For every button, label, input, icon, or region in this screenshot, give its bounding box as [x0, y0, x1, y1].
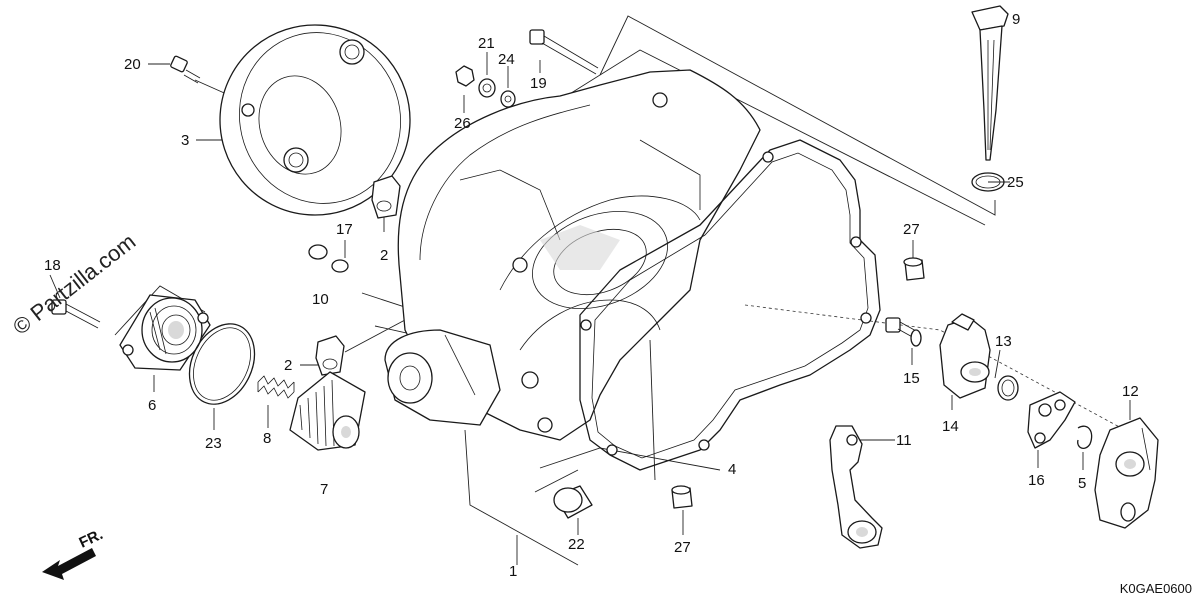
- callout-24: 24: [498, 51, 515, 68]
- part-13-ring: [997, 375, 1019, 401]
- callout-7: 7: [320, 481, 328, 498]
- callout-23: 23: [205, 435, 222, 452]
- part-14-lifter: [939, 313, 991, 399]
- callout-3: 3: [181, 132, 189, 149]
- callout-27-lower: 27: [674, 539, 691, 556]
- callout-9: 9: [1012, 11, 1020, 28]
- callout-16: 16: [1028, 472, 1045, 489]
- part-8-spring: [257, 375, 295, 399]
- callout-labels: 1 2 2 3 4 5 6 7 8 9 10 11 12 13 14 15 16…: [44, 11, 1139, 580]
- callout-25: 25: [1007, 174, 1024, 191]
- callout-19: 19: [530, 75, 547, 92]
- part-2-clamp-lower: [315, 335, 345, 376]
- part-27-dowel-lower: [671, 485, 693, 509]
- part-9-dipstick: [971, 5, 1009, 161]
- callout-21: 21: [478, 35, 495, 52]
- front-direction-arrow: FR.: [42, 526, 106, 580]
- part-21-washer: [478, 78, 496, 98]
- part-16-plate: [1027, 391, 1076, 449]
- callout-22: 22: [568, 536, 585, 553]
- part-3-outer-cover: [219, 24, 411, 216]
- part-7-oil-filter: [289, 371, 366, 451]
- callout-14: 14: [942, 418, 959, 435]
- part-4-gasket: [579, 139, 881, 471]
- callout-10: 10: [312, 291, 329, 308]
- part-17-grommet: [308, 244, 349, 273]
- part-11-clutch-arm: [829, 425, 883, 549]
- callout-15: 15: [903, 370, 920, 387]
- part-12-cover: [1094, 417, 1159, 529]
- callout-13: 13: [995, 333, 1012, 350]
- callout-18: 18: [44, 257, 61, 274]
- callout-2-upper: 2: [380, 247, 388, 264]
- leader-lines: [49, 15, 1131, 566]
- callout-12: 12: [1122, 383, 1139, 400]
- callout-26: 26: [454, 115, 471, 132]
- callout-11: 11: [896, 432, 912, 449]
- part-15-bolt: [885, 317, 922, 347]
- callout-1: 1: [509, 563, 517, 580]
- callout-17: 17: [336, 221, 353, 238]
- part-22-bushing: [553, 485, 593, 519]
- part-18-bolt: [51, 299, 101, 329]
- part-26-nut: [455, 65, 475, 87]
- part-6-filter-cover: [119, 294, 211, 371]
- part-24-washer: [500, 90, 516, 108]
- part-27-dowel-upper: [903, 257, 925, 281]
- callout-27-upper: 27: [903, 221, 920, 238]
- part-25-o-ring: [971, 172, 1005, 192]
- part-19-bolt: [529, 29, 599, 75]
- callout-20: 20: [124, 56, 141, 73]
- callout-4: 4: [728, 461, 736, 478]
- callout-8: 8: [263, 430, 271, 447]
- part-23-o-ring: [188, 323, 256, 405]
- cover-boss: [384, 329, 501, 426]
- callout-5: 5: [1078, 475, 1086, 492]
- part-20-bolt: [170, 55, 201, 84]
- diagram-code: K0GAE0600: [1119, 581, 1192, 596]
- part-2-clamp-upper: [371, 175, 401, 219]
- callout-2-lower: 2: [284, 357, 292, 374]
- part-5-snap-ring: [1077, 425, 1093, 450]
- callout-6: 6: [148, 397, 156, 414]
- direction-label: FR.: [77, 526, 106, 552]
